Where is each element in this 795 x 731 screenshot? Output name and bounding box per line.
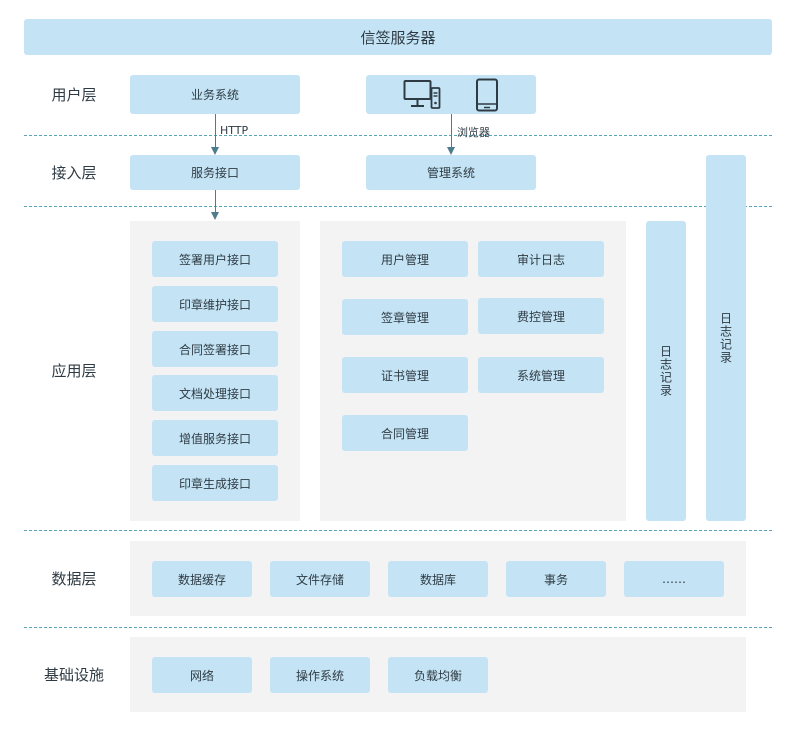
- management-item: 签章管理: [342, 299, 468, 335]
- infra-item: 负载均衡: [388, 657, 488, 693]
- layer-label-app: 应用层: [51, 361, 97, 380]
- interface-item-label: 签署用户接口: [178, 252, 251, 267]
- desktop-computer-icon: [403, 79, 441, 111]
- infra-item-label: 负载均衡: [413, 668, 462, 683]
- data-item: 文件存储: [270, 561, 370, 597]
- log-record-outer-column: 日志记录: [706, 155, 746, 521]
- interface-item: 印章维护接口: [152, 286, 278, 322]
- management-item-label: 证书管理: [380, 368, 429, 383]
- data-item-label: ……: [662, 572, 686, 586]
- log-record-inner-column: 日志记录: [646, 221, 686, 521]
- interface-item: 增值服务接口: [152, 420, 278, 456]
- interface-item-label: 文档处理接口: [178, 386, 251, 401]
- service-interface-label: 服务接口: [190, 166, 239, 180]
- management-item: 系统管理: [478, 357, 604, 393]
- layer-label-data: 数据层: [51, 569, 97, 588]
- infra-item-label: 网络: [189, 668, 214, 683]
- management-item-label: 费控管理: [516, 309, 565, 324]
- http-arrow-head: [211, 147, 219, 155]
- management-item-label: 系统管理: [516, 368, 565, 383]
- client-devices-box: [366, 75, 536, 114]
- log-record-inner-label: 日志记录: [658, 345, 673, 397]
- data-item: ……: [624, 561, 724, 597]
- interface-item-label: 印章生成接口: [178, 476, 251, 491]
- management-system-box: 管理系统: [366, 155, 536, 190]
- layer-label-user: 用户层: [51, 85, 97, 104]
- layer-label-access: 接入层: [51, 163, 97, 182]
- management-system-label: 管理系统: [426, 166, 475, 180]
- http-label: HTTP: [220, 124, 249, 137]
- interface-item: 印章生成接口: [152, 465, 278, 501]
- infra-item: 网络: [152, 657, 252, 693]
- http-arrow-line: [215, 114, 216, 148]
- server-title: 信签服务器: [360, 28, 436, 47]
- data-item: 数据缓存: [152, 561, 252, 597]
- browser-arrow-head: [447, 147, 455, 155]
- mobile-tablet-icon: [475, 78, 499, 112]
- management-item-label: 合同管理: [380, 426, 429, 441]
- data-item: 数据库: [388, 561, 488, 597]
- service-arrow-line: [215, 190, 216, 213]
- layer-label-infra: 基础设施: [43, 665, 104, 684]
- service-arrow-head: [211, 212, 219, 220]
- browser-label: 浏览器: [457, 126, 490, 139]
- interface-item: 合同签署接口: [152, 331, 278, 367]
- server-title-bar: 信签服务器: [24, 19, 772, 55]
- management-item: 审计日志: [478, 241, 604, 277]
- management-item: 用户管理: [342, 241, 468, 277]
- data-item-label: 文件存储: [295, 572, 344, 587]
- infra-item: 操作系统: [270, 657, 370, 693]
- data-item: 事务: [506, 561, 606, 597]
- management-item: 费控管理: [478, 298, 604, 334]
- interface-item-label: 合同签署接口: [178, 342, 251, 357]
- data-item-label: 数据库: [419, 572, 456, 587]
- divider-app-data: [24, 530, 772, 531]
- service-interface-box: 服务接口: [130, 155, 300, 190]
- management-item: 证书管理: [342, 357, 468, 393]
- divider-access-app: [24, 206, 772, 207]
- interface-item: 文档处理接口: [152, 375, 278, 411]
- divider-user-access: [24, 135, 772, 136]
- management-item-label: 签章管理: [380, 310, 429, 325]
- business-system-label: 业务系统: [190, 88, 239, 102]
- interface-item-label: 增值服务接口: [178, 431, 251, 446]
- data-item-label: 数据缓存: [177, 572, 226, 587]
- business-system-box: 业务系统: [130, 75, 300, 114]
- log-record-outer-label: 日志记录: [718, 312, 733, 364]
- management-item: 合同管理: [342, 415, 468, 451]
- interface-item: 签署用户接口: [152, 241, 278, 277]
- management-item-label: 用户管理: [380, 252, 429, 267]
- data-item-label: 事务: [543, 572, 568, 587]
- divider-data-infra: [24, 627, 772, 628]
- browser-arrow-line: [451, 114, 452, 148]
- infra-item-label: 操作系统: [295, 668, 344, 683]
- management-item-label: 审计日志: [516, 252, 565, 267]
- interface-item-label: 印章维护接口: [178, 297, 251, 312]
